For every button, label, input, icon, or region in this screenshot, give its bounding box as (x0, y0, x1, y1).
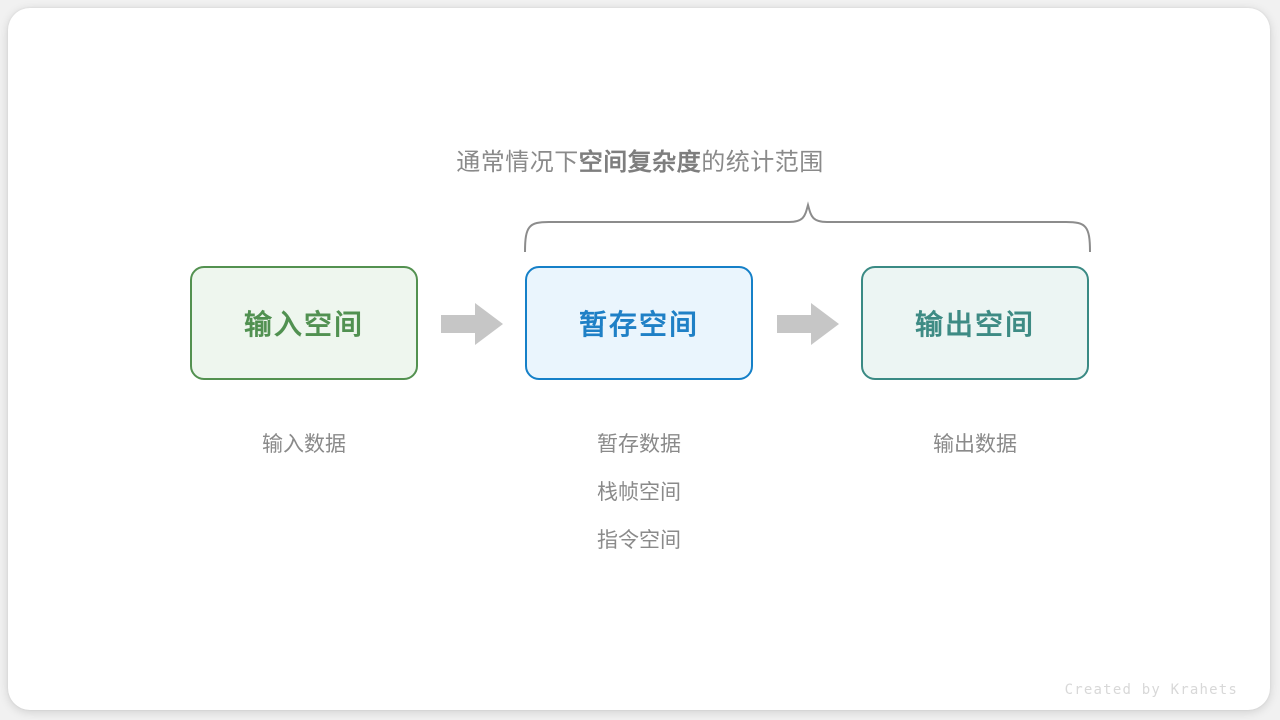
caption-line: 输出数据 (933, 433, 1017, 456)
node-output-space-label: 输出空间 (914, 309, 1035, 340)
caption-line: 指令空间 (597, 529, 681, 552)
caption-line: 暂存数据 (597, 433, 681, 456)
heading-suffix: 的统计范围 (701, 149, 824, 176)
right-arrow-icon (777, 303, 839, 345)
page-title: 通常情况下空间复杂度的统计范围 (0, 146, 1280, 180)
node-temp-space[interactable]: 暂存空间 (525, 266, 753, 380)
node-output-space[interactable]: 输出空间 (861, 266, 1089, 380)
node-input-space-label: 输入空间 (243, 309, 364, 340)
right-arrow-icon (441, 303, 503, 345)
heading-emphasis: 空间复杂度 (578, 149, 702, 176)
curly-brace-icon (524, 201, 1091, 253)
node-input-space[interactable]: 输入空间 (190, 266, 418, 380)
caption-column-output: 输出数据 (825, 421, 1125, 469)
caption-column-temp: 暂存数据 栈帧空间 指令空间 (489, 421, 789, 565)
curly-brace (515, 196, 1100, 253)
caption-line: 输入数据 (262, 433, 346, 456)
caption-line: 栈帧空间 (597, 481, 681, 504)
caption-column-input: 输入数据 (154, 421, 454, 469)
node-temp-space-label: 暂存空间 (578, 309, 699, 340)
arrow-temp-to-output (777, 303, 839, 345)
heading-prefix: 通常情况下 (456, 149, 579, 176)
arrow-input-to-temp (441, 303, 503, 345)
credit-text: Created by Krahets (1064, 682, 1238, 698)
